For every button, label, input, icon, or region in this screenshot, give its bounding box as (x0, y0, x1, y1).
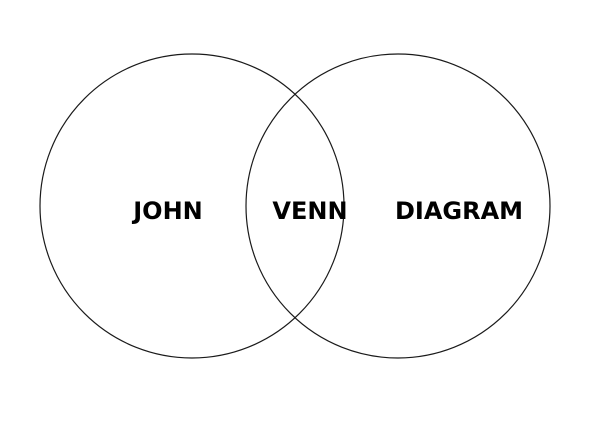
intersection-label: VENN (272, 197, 347, 225)
left-set-label: JOHN (131, 197, 203, 225)
right-set-label: DIAGRAM (395, 197, 523, 225)
left-circle (39, 53, 345, 359)
right-circle (245, 53, 551, 359)
